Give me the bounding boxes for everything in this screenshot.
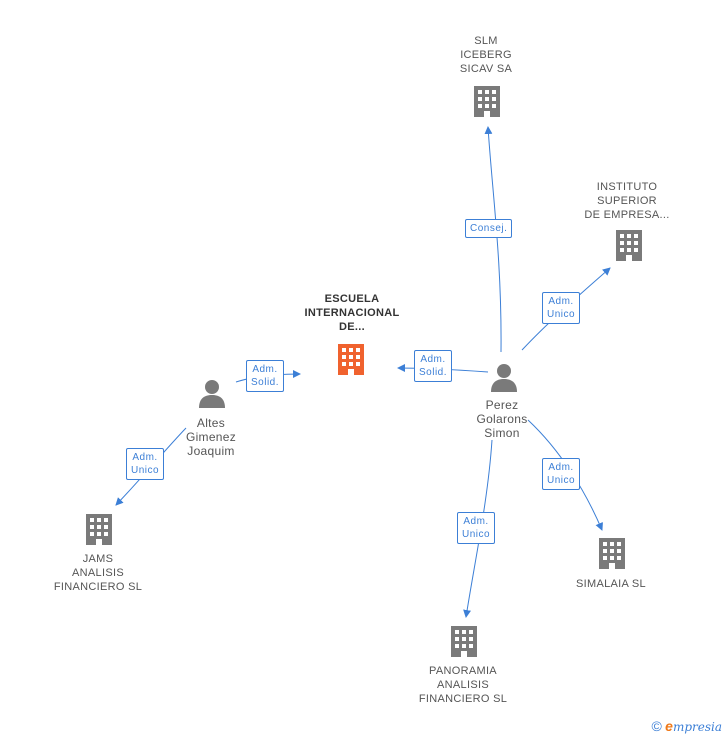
building-icon xyxy=(451,626,477,657)
badge-altes-center[interactable]: Adm. Solid. xyxy=(246,360,285,392)
panoramia-label: PANORAMIA ANALISIS FINANCIERO SL xyxy=(418,665,508,705)
brand-rest: mpresia xyxy=(672,720,722,734)
person-icon xyxy=(199,380,225,408)
center-company-label: ESCUELA INTERNACIONAL DE... xyxy=(304,293,400,333)
simalaia-label: SIMALAIA SL xyxy=(576,578,646,590)
perez-label: Perez Golarons Simon xyxy=(476,398,528,440)
badge-perez-slm[interactable]: Consej. xyxy=(465,219,513,238)
badge-perez-center[interactable]: Adm. Solid. xyxy=(414,350,453,382)
person-icon xyxy=(491,364,517,392)
altes-label: Altes Gimenez Joaquim xyxy=(185,416,237,458)
empresia-logo[interactable]: © empresia xyxy=(651,718,722,734)
badge-perez-panoramia[interactable]: Adm. Unico xyxy=(457,512,496,544)
brand-e: e xyxy=(665,718,673,734)
building-icon xyxy=(474,86,500,117)
building-icon xyxy=(616,230,642,261)
building-icon xyxy=(86,514,112,545)
building-icon xyxy=(338,344,364,375)
jams-label: JAMS ANALISIS FINANCIERO SL xyxy=(53,553,143,593)
copyright-symbol: © xyxy=(651,718,662,734)
slm-label: SLM ICEBERG SICAV SA xyxy=(459,35,513,75)
edge-perez-slm xyxy=(484,126,502,353)
badge-perez-simalaia[interactable]: Adm. Unico xyxy=(542,458,581,490)
instituto-label: INSTITUTO SUPERIOR DE EMPRESA... xyxy=(584,181,670,221)
badge-perez-instituto[interactable]: Adm. Unico xyxy=(542,292,581,324)
building-icon xyxy=(599,538,625,569)
badge-altes-jams[interactable]: Adm. Unico xyxy=(126,448,165,480)
